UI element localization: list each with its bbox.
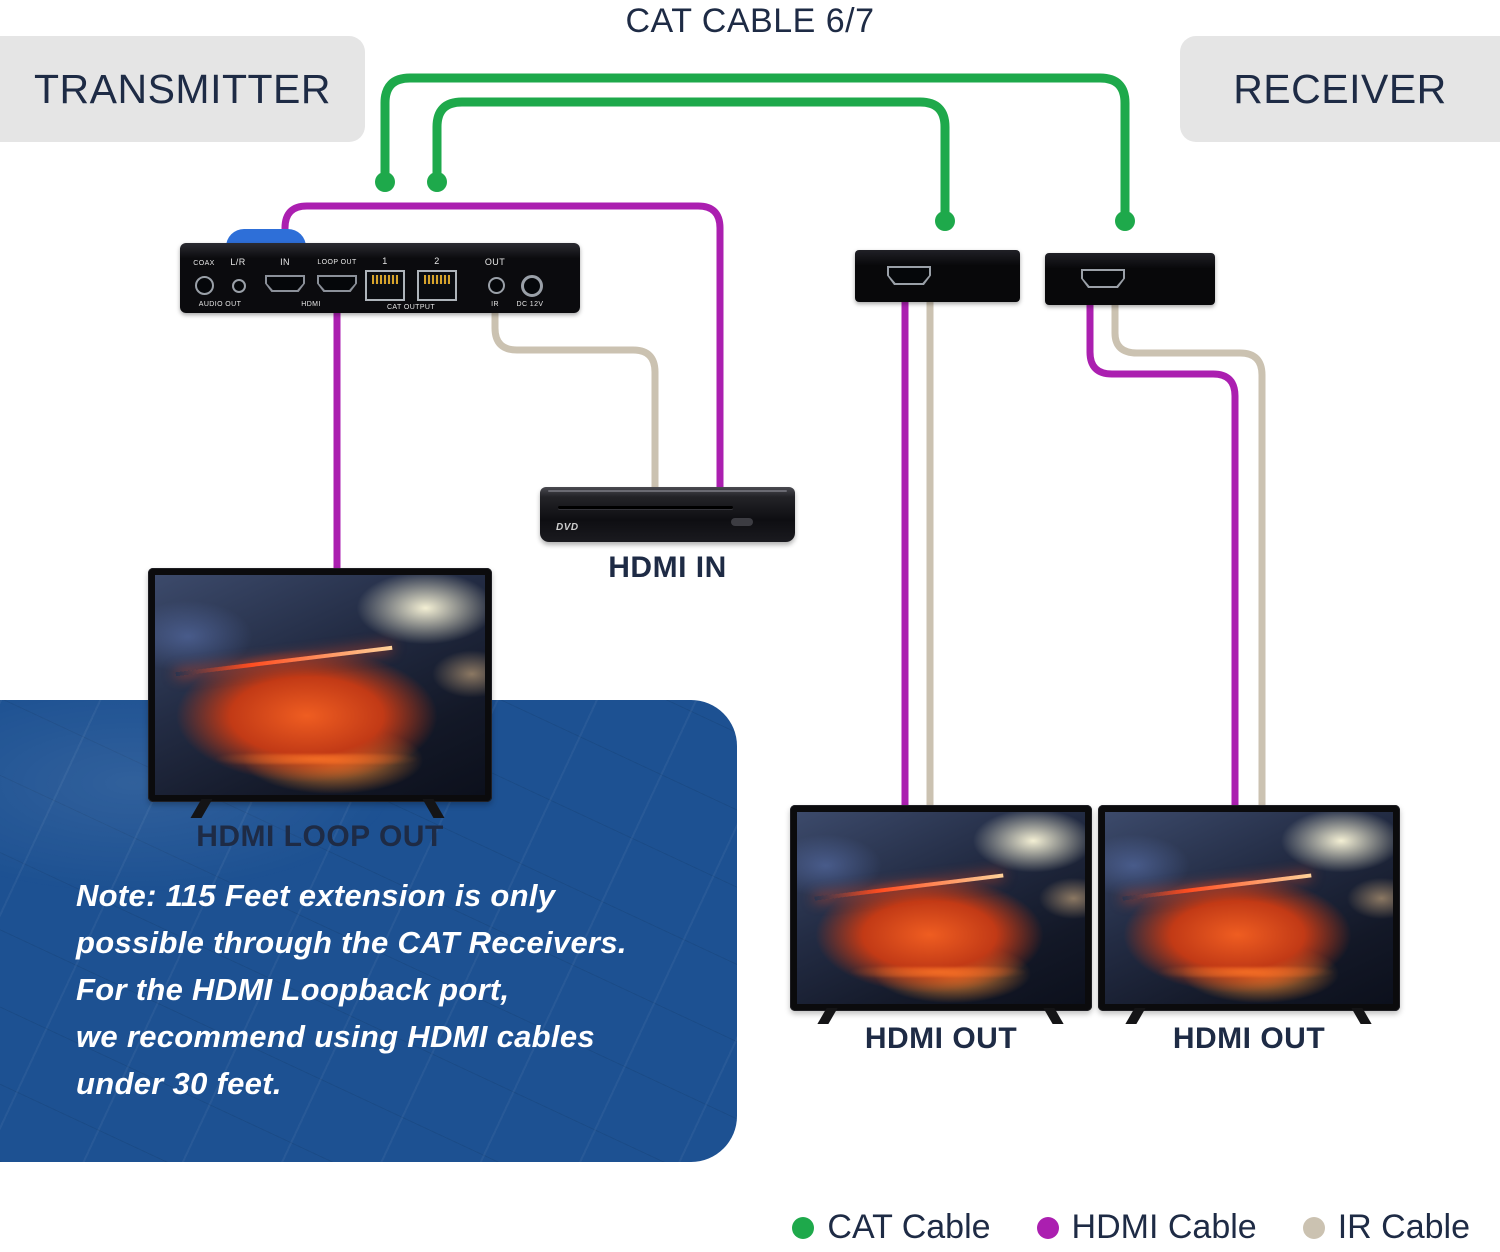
cat-receiver-1 bbox=[855, 250, 1020, 302]
coax-port-label: COAX bbox=[193, 260, 215, 267]
loop-out-port-label: LOOP OUT bbox=[317, 259, 357, 266]
cat-output-port-2 bbox=[417, 270, 457, 301]
dvd-disc-tray bbox=[558, 506, 733, 509]
hdmi-cable-receiver-2 bbox=[1086, 290, 1239, 830]
hdmi-in-port-label: IN bbox=[280, 257, 290, 267]
hdmi-cable-source bbox=[281, 202, 724, 500]
tv-out-2-screen bbox=[1105, 812, 1393, 1004]
hdmi-loop-out-port bbox=[317, 275, 357, 292]
cat-connector-dot bbox=[427, 172, 447, 192]
legend-item-cat: CAT Cable bbox=[792, 1208, 991, 1247]
transmitter-logo-disc bbox=[226, 229, 306, 247]
cat-cable-1 bbox=[380, 73, 1130, 220]
cat-connector-dot bbox=[1115, 211, 1135, 231]
note-line: under 30 feet. bbox=[76, 1066, 282, 1102]
cat-cable-2 bbox=[432, 97, 950, 220]
lr-port-label: L/R bbox=[230, 257, 246, 267]
coax-audio-port bbox=[195, 276, 214, 295]
hdmi-in-port bbox=[265, 275, 305, 292]
hdmi-group-label: HDMI bbox=[301, 301, 321, 308]
hdmi-loop-out-caption: HDMI LOOP OUT bbox=[196, 820, 444, 853]
receiver-2-hdmi-port bbox=[1081, 269, 1125, 288]
ir-cable-legend-label: IR Cable bbox=[1337, 1208, 1470, 1246]
dc-power-jack bbox=[521, 275, 543, 297]
receiver-label-pill: RECEIVER bbox=[1180, 36, 1500, 142]
receiver-label: RECEIVER bbox=[1233, 65, 1447, 112]
dvd-logo: DVD bbox=[556, 522, 579, 533]
lr-audio-port bbox=[232, 279, 246, 293]
cat-cable-legend-label: CAT Cable bbox=[827, 1208, 991, 1246]
ir-group-label: IR bbox=[491, 301, 499, 308]
cable-legend: CAT Cable HDMI Cable IR Cable bbox=[746, 1208, 1470, 1247]
ir-out-port-label: OUT bbox=[484, 257, 506, 267]
hdmi-out-1-caption: HDMI OUT bbox=[864, 1022, 1018, 1055]
tv-out-2 bbox=[1098, 805, 1400, 1011]
audio-out-group-label: AUDIO OUT bbox=[198, 301, 242, 308]
tv-loop-out-screen bbox=[155, 575, 485, 795]
note-line: possible through the CAT Receivers. bbox=[76, 925, 627, 961]
cat-output-group-label: CAT OUTPUT bbox=[386, 304, 436, 311]
tv-out-1-screen bbox=[797, 812, 1085, 1004]
tv-loop-out bbox=[148, 568, 492, 802]
cat-cable-legend-dot bbox=[792, 1216, 815, 1239]
hdmi-cable-legend-dot bbox=[1036, 1216, 1059, 1239]
ir-cable-legend-dot bbox=[1302, 1216, 1325, 1239]
transmitter-label: TRANSMITTER bbox=[33, 65, 332, 112]
diagram-title: CAT CABLE 6/7 bbox=[625, 2, 875, 40]
transmitter-device: COAX L/R IN LOOP OUT 1 2 OUT AUDIO OUT H… bbox=[180, 243, 580, 313]
receiver-1-hdmi-port bbox=[887, 266, 931, 285]
cat-connector-dot bbox=[935, 211, 955, 231]
legend-item-ir: IR Cable bbox=[1302, 1208, 1470, 1247]
note-line: we recommend using HDMI cables bbox=[76, 1019, 595, 1055]
ir-cable-transmitter bbox=[491, 300, 659, 500]
note-line: For the HDMI Loopback port, bbox=[76, 972, 510, 1008]
cat-receiver-2 bbox=[1045, 253, 1215, 305]
hdmi-cable-legend-label: HDMI Cable bbox=[1071, 1208, 1257, 1246]
note-line: Note: 115 Feet extension is only bbox=[76, 878, 556, 913]
hdmi-in-caption: HDMI IN bbox=[608, 551, 727, 584]
hdmi-out-2-caption: HDMI OUT bbox=[1172, 1022, 1326, 1055]
dvd-eject-button bbox=[731, 518, 753, 526]
tv-out-1 bbox=[790, 805, 1092, 1011]
dc-12v-label: DC 12V bbox=[516, 301, 544, 308]
dvd-player: DVD bbox=[540, 487, 795, 542]
ir-cable-receiver-2 bbox=[1111, 290, 1266, 830]
cat-connector-dot bbox=[375, 172, 395, 192]
cat-port-2-label: 2 bbox=[434, 256, 440, 266]
ir-out-port bbox=[488, 277, 505, 294]
cat-port-1-label: 1 bbox=[382, 256, 388, 266]
transmitter-label-pill: TRANSMITTER bbox=[0, 36, 365, 142]
cat-output-port-1 bbox=[365, 270, 405, 301]
legend-item-hdmi: HDMI Cable bbox=[1036, 1208, 1257, 1247]
note-text: Note: 115 Feet extension is only possibl… bbox=[76, 872, 627, 1108]
